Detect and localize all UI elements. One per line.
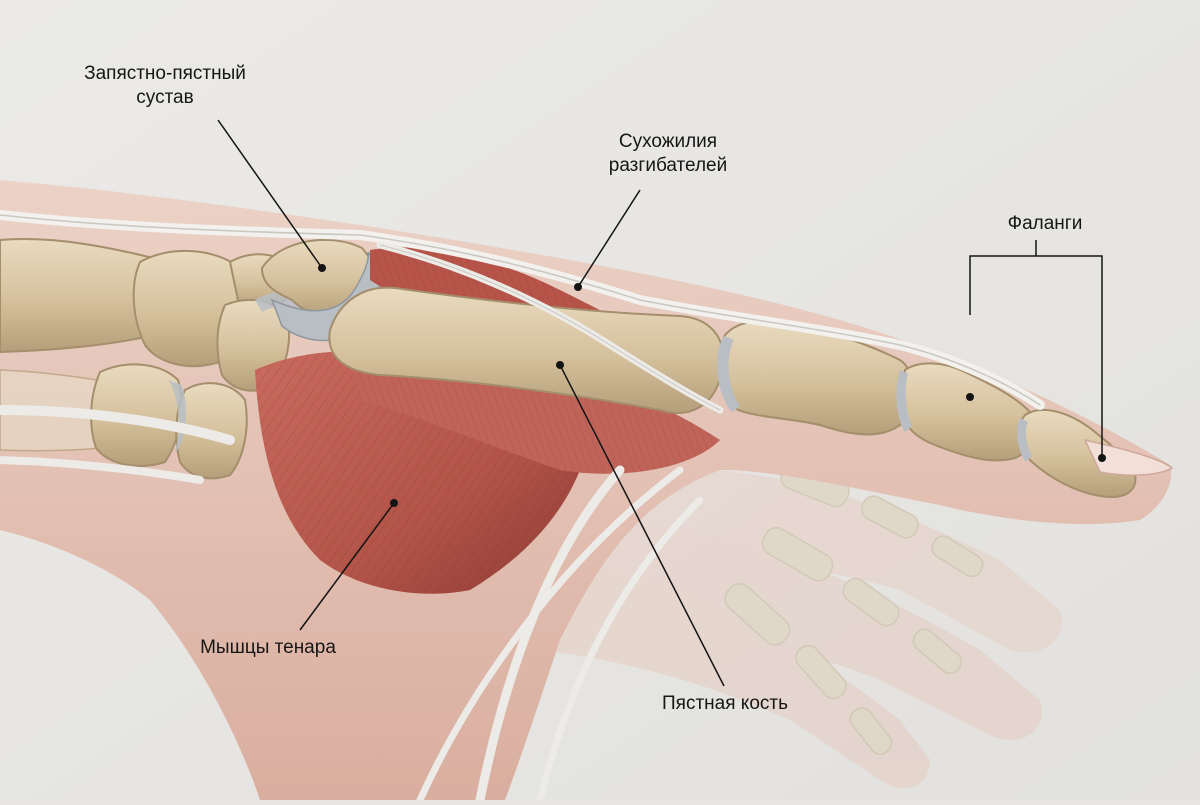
thumb-tip-phalanx	[1017, 408, 1137, 498]
faded-fingers	[540, 460, 1062, 789]
label-extensor-line1: Сухожилия	[618, 131, 718, 152]
label-cmc-joint: Запястно-пястный сустав	[45, 62, 285, 110]
flexor-tendons	[0, 405, 704, 805]
label-thenar-muscles: Мышцы тенара	[200, 637, 336, 658]
leader-line-extensor	[577, 189, 641, 288]
thumb-joint-cartilage	[717, 336, 1032, 462]
dot-thenar	[390, 499, 398, 507]
label-metacarpal-bone: Пястная кость	[662, 693, 788, 714]
leader-dots	[318, 264, 1106, 507]
extensor-tendons	[0, 210, 1045, 414]
leader-line-thenar	[299, 502, 395, 631]
label-extensor-tendons: Сухожилия разгибателей	[568, 130, 768, 178]
dot-cmc	[318, 264, 326, 272]
label-cmc-joint-line1: Запястно-пястный	[84, 63, 246, 84]
forearm-skin	[0, 180, 1172, 800]
dot-extensor	[574, 283, 582, 291]
label-cmc-joint-line2: сустав	[136, 87, 194, 108]
label-extensor-line2: разгибателей	[608, 155, 728, 176]
dot-distal-phalanx	[1098, 454, 1106, 462]
dot-metacarpal	[556, 361, 564, 369]
dot-proximal-phalanx	[966, 393, 974, 401]
leader-line-metacarpal	[559, 364, 725, 687]
label-phalanges: Фаланги	[1007, 213, 1083, 234]
leader-line-cmc	[217, 119, 323, 269]
thumb-nail	[1083, 438, 1174, 476]
leader-lines	[217, 119, 1103, 687]
